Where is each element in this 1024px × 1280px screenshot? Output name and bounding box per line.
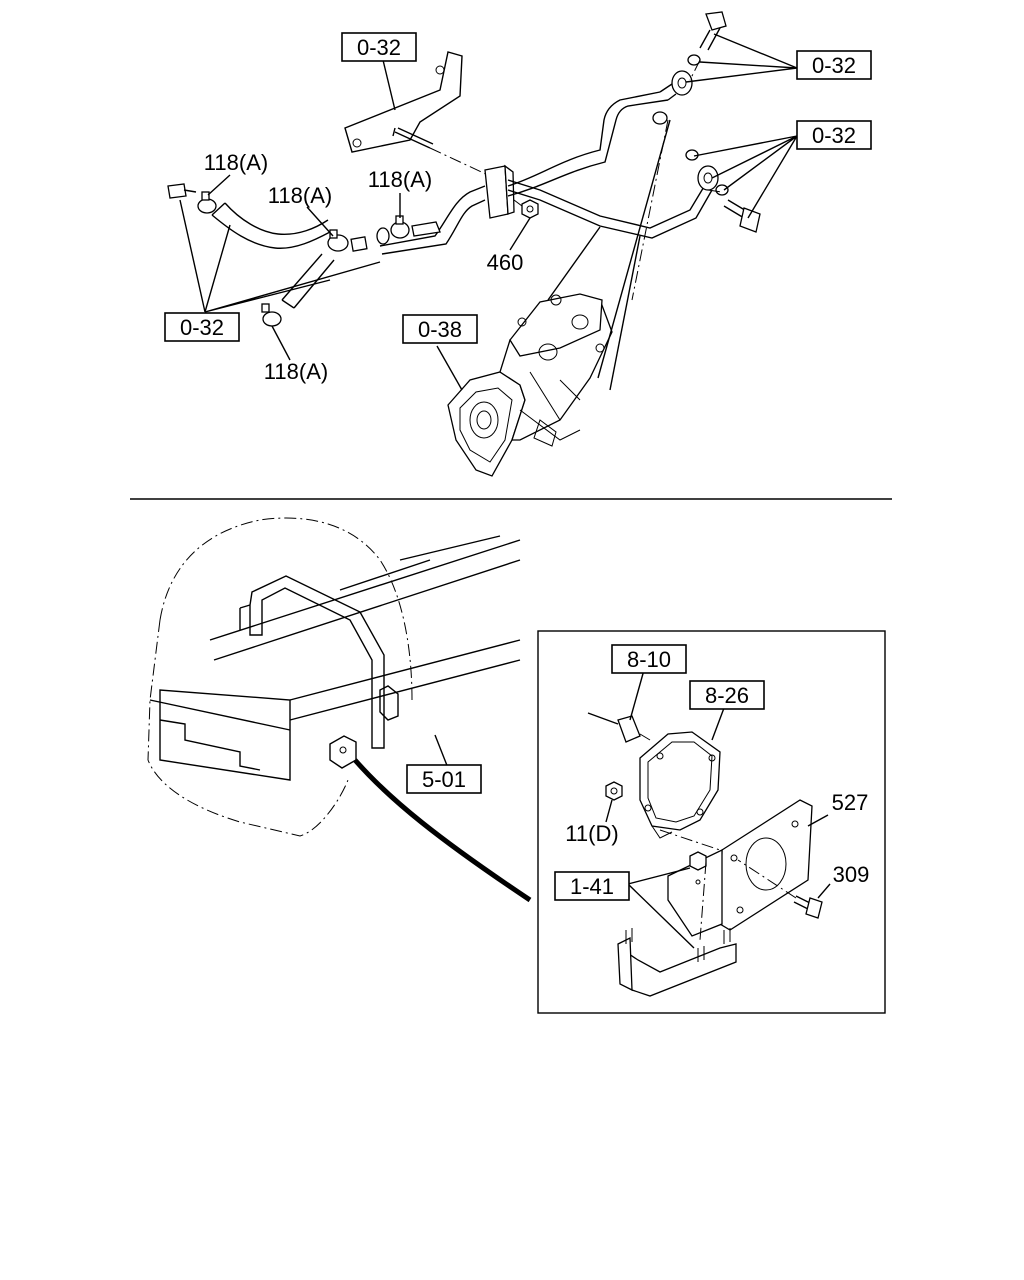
part-number-label: 527 bbox=[832, 790, 869, 815]
clamp-label: 118(A) bbox=[368, 167, 432, 192]
hose-clamp bbox=[197, 191, 217, 214]
banjo-fitting bbox=[697, 165, 719, 191]
banjo-bolt bbox=[723, 199, 761, 233]
callout-left: 0-32 bbox=[164, 312, 240, 342]
bolt-309 bbox=[793, 895, 823, 919]
callout-module: 8-26 bbox=[689, 680, 765, 710]
part-number-label: 460 bbox=[487, 250, 524, 275]
callout-vehicle: 5-01 bbox=[406, 764, 482, 794]
callout-top-right-2: 0-32 bbox=[796, 120, 872, 150]
callout-label: 1-41 bbox=[570, 874, 614, 899]
part-number-label: 11(D) bbox=[565, 821, 618, 846]
callout-label: 5-01 bbox=[422, 767, 466, 792]
nut-460 bbox=[521, 199, 539, 219]
callout-label: 0-32 bbox=[812, 53, 856, 78]
union-block bbox=[484, 164, 515, 219]
sensor-connector bbox=[587, 712, 651, 743]
callout-label: 0-38 bbox=[418, 317, 462, 342]
hose-fitting bbox=[167, 183, 197, 199]
callout-compressor: 0-38 bbox=[402, 314, 478, 344]
detail-leader bbox=[353, 758, 532, 903]
air-compressor bbox=[447, 293, 613, 477]
callout-label: 0-32 bbox=[812, 123, 856, 148]
detail-frame bbox=[537, 630, 886, 1014]
mounting-plate-527 bbox=[719, 799, 813, 931]
control-module bbox=[639, 731, 721, 839]
callout-label: 0-32 bbox=[357, 35, 401, 60]
bracket-1-41 bbox=[617, 848, 737, 997]
part-number-label: 309 bbox=[833, 862, 870, 887]
hose-clamp bbox=[390, 215, 410, 239]
banjo-bolt bbox=[699, 11, 727, 51]
washer bbox=[652, 111, 668, 125]
callout-label: 8-10 bbox=[627, 647, 671, 672]
mounting-bracket bbox=[344, 51, 463, 153]
clamp-label: 118(A) bbox=[264, 359, 328, 384]
callout-bracket: 1-41 bbox=[554, 871, 630, 901]
callout-sensor: 8-10 bbox=[611, 644, 687, 674]
callout-label: 0-32 bbox=[180, 315, 224, 340]
nut-11d bbox=[605, 781, 623, 801]
hose-clamp bbox=[327, 229, 349, 252]
banjo-fitting bbox=[659, 70, 693, 101]
callout-label: 8-26 bbox=[705, 683, 749, 708]
clamp-label: 118(A) bbox=[204, 150, 268, 175]
washer bbox=[715, 184, 729, 196]
clamp-label: 118(A) bbox=[268, 183, 332, 208]
callout-top-right-1: 0-32 bbox=[796, 50, 872, 80]
callout-top-bracket: 0-32 bbox=[341, 32, 417, 62]
hose-clamp bbox=[261, 303, 282, 327]
